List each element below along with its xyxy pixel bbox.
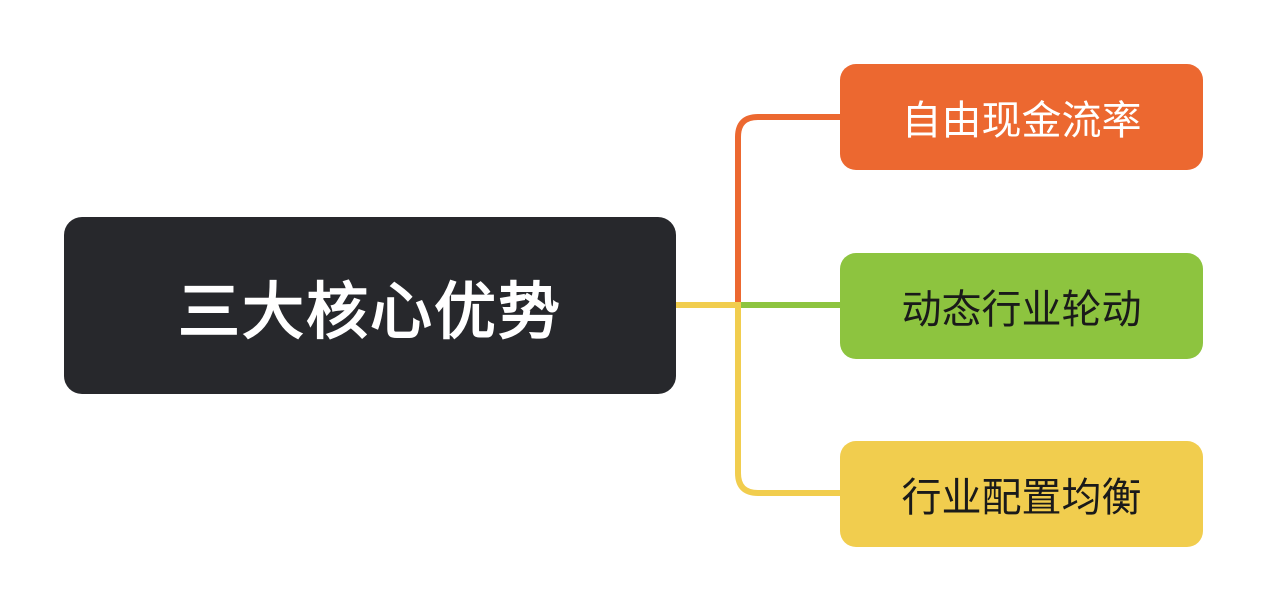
root-node: 三大核心优势: [64, 217, 676, 394]
branch-node-free-cash-flow: 自由现金流率: [840, 64, 1203, 170]
connector-orange: [735, 114, 842, 305]
branch-label: 动态行业轮动: [901, 287, 1142, 333]
connector-yellow: [676, 302, 842, 496]
branch-node-industry-balance: 行业配置均衡: [840, 441, 1203, 547]
root-label: 三大核心优势: [177, 274, 562, 348]
branch-label: 行业配置均衡: [901, 475, 1142, 521]
branch-node-industry-rotation: 动态行业轮动: [840, 253, 1203, 359]
branch-label: 自由现金流率: [901, 98, 1142, 144]
